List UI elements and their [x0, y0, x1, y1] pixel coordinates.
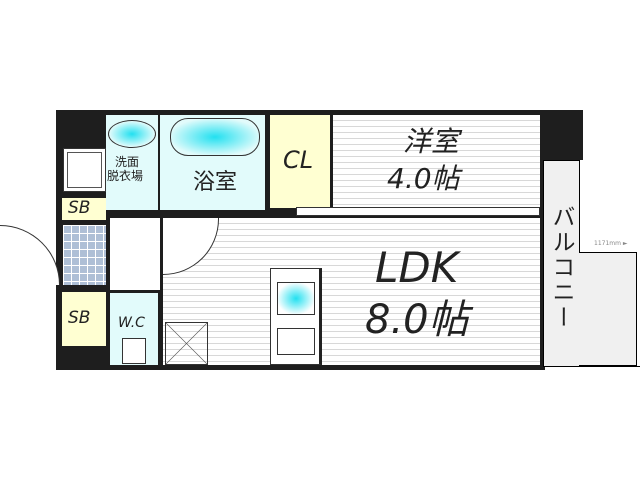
western-room	[333, 115, 540, 208]
storage-2	[62, 292, 106, 346]
ldk	[163, 218, 540, 365]
dimension-note: 1171mm ►	[594, 240, 628, 247]
closet	[270, 115, 330, 208]
storage-1	[62, 198, 106, 220]
corridor	[110, 218, 160, 290]
balcony-label: バルコニー	[548, 205, 574, 330]
balcony	[543, 160, 580, 366]
washer-icon	[67, 152, 102, 188]
storage-2-label: SB	[68, 308, 91, 328]
fridge-space	[165, 322, 208, 365]
toilet-icon	[122, 338, 146, 364]
toilet-label: W.C	[118, 315, 145, 331]
ldk-label: LDK	[375, 243, 459, 292]
sink-icon	[108, 120, 156, 148]
washer-space	[63, 148, 106, 192]
entrance	[63, 225, 106, 285]
wall-block-top-right	[540, 110, 583, 160]
western-room-size: 4.0帖	[387, 162, 460, 195]
washroom-label-2: 脱衣場	[107, 169, 144, 183]
western-room-label: 洋室	[403, 125, 460, 158]
ldk-size: 8.0帖	[365, 297, 469, 343]
closet-label: CL	[283, 146, 314, 174]
entrance-door[interactable]	[0, 225, 60, 285]
bathroom-label: 浴室	[193, 170, 238, 195]
balcony-extension	[579, 252, 637, 366]
bathtub-icon	[170, 118, 260, 156]
sliding-door[interactable]	[296, 207, 540, 216]
washroom-label-1: 洗面	[115, 155, 140, 169]
stove-icon	[277, 328, 315, 355]
kitchen-sink-icon	[277, 282, 315, 315]
balcony-bottom-line	[543, 366, 640, 367]
storage-1-label: SB	[68, 198, 91, 218]
